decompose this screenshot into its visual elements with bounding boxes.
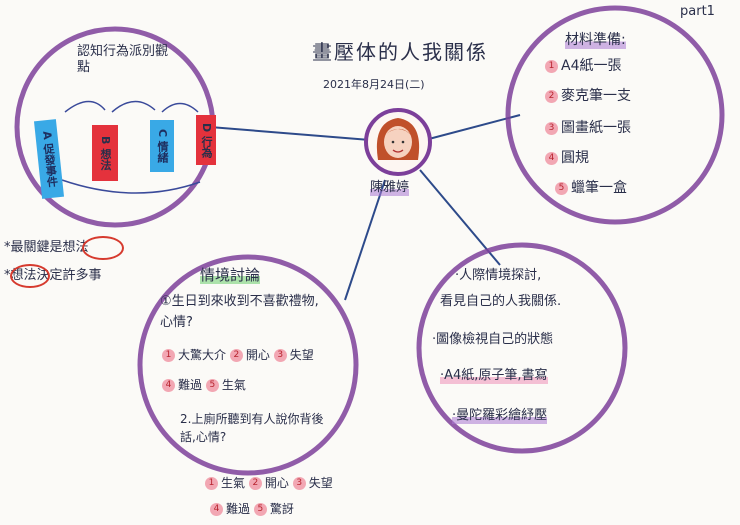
answer-text: 難過 <box>178 378 203 392</box>
answer-text: 失望 <box>289 348 314 362</box>
flow-arrow-cd <box>161 102 199 113</box>
number-badge: 1 <box>205 477 218 490</box>
activity-line-5: ·曼陀羅彩繪紓壓 <box>452 408 548 424</box>
scenario-question-1: ①生日到來收到不喜歡禮物,心情? <box>160 294 319 330</box>
highlight-oval <box>82 236 124 260</box>
number-badge: 4 <box>545 151 558 165</box>
number-badge: 4 <box>162 379 175 392</box>
flow-arrow-bc <box>111 100 156 113</box>
box-d-behavior: D 行為 <box>196 115 216 165</box>
scenario-heading: 情境討論 <box>200 266 261 284</box>
part-label: part1 <box>680 4 715 19</box>
answer-text: 難過 <box>226 502 251 516</box>
answer-text: 生氣 <box>221 378 246 392</box>
number-badge: 2 <box>229 349 243 362</box>
material-text: 蠟筆一盒 <box>571 180 627 196</box>
material-text: A4紙一張 <box>561 58 622 74</box>
connector-bottom-left <box>344 179 386 301</box>
answer-text: 驚訝 <box>269 502 294 516</box>
number-badge: 5 <box>555 181 568 195</box>
connector-top-left <box>209 126 371 141</box>
activity-line-4: ·A4紙,原子筆,書寫 <box>440 368 548 384</box>
flow-arrow-return <box>61 179 201 194</box>
number-badge: 5 <box>253 503 267 516</box>
cbt-heading: 認知行為派別觀點 <box>77 44 169 75</box>
answer-text: 開心 <box>264 476 289 490</box>
number-badge: 2 <box>248 477 262 490</box>
number-badge: 5 <box>205 379 219 392</box>
answer-text: 大驚大介 <box>178 348 227 362</box>
highlight-oval <box>10 264 50 288</box>
number-badge: 3 <box>273 349 287 362</box>
material-text: 圖畫紙一張 <box>561 120 631 136</box>
answer-text: 失望 <box>308 476 333 490</box>
page-title: 畫壓体的人我關係 <box>312 40 488 64</box>
number-badge: 1 <box>162 349 175 362</box>
activity-line-3: ·圖像檢視自己的狀態 <box>432 332 554 347</box>
center-name: 陳雅婷 <box>370 180 410 196</box>
activity-line-1: ·人際情境探討, <box>455 268 542 283</box>
material-text: 圓規 <box>561 150 589 166</box>
box-c-emotion: C 情緒 <box>150 120 174 172</box>
connector-top-right <box>424 114 521 141</box>
answer-text: 開心 <box>245 348 270 362</box>
number-badge: 2 <box>545 89 558 103</box>
flow-arrow-ab <box>64 100 106 113</box>
note-key-thought: *最關鍵是想法 <box>4 240 89 255</box>
material-text: 麥克筆一支 <box>561 88 631 104</box>
circle-bottom-left <box>137 254 359 476</box>
answer-text: 生氣 <box>221 476 246 490</box>
number-badge: 3 <box>292 477 306 490</box>
number-badge: 1 <box>545 59 558 73</box>
materials-heading: 材料準備: <box>565 32 626 49</box>
circle-top-right <box>505 5 725 225</box>
number-badge: 3 <box>545 121 558 135</box>
girl-face-icon <box>376 118 420 160</box>
date-label: 2021年8月24日(二) <box>323 78 425 91</box>
circle-bottom-right <box>416 242 628 454</box>
box-b-thought: B 想法 <box>92 125 118 181</box>
number-badge: 4 <box>210 503 223 516</box>
scenario-question-2: 2.上廁所聽到有人說你背後話,心情? <box>180 412 324 444</box>
activity-line-2: 看見自己的人我關係. <box>440 294 562 309</box>
